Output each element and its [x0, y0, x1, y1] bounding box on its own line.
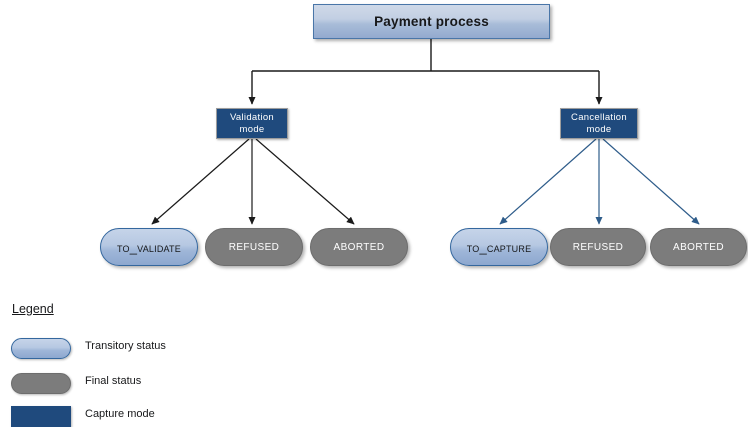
connector-validation-branch	[151, 138, 355, 225]
legend-label-transitory: Transitory status	[85, 340, 166, 352]
status-aborted-cancellation-label: ABORTED	[673, 241, 724, 253]
payment-process-box[interactable]: Payment process	[313, 4, 550, 39]
status-refused-validation-label: REFUSED	[228, 241, 280, 253]
cancellation-mode-label-line1: Cancellation	[571, 112, 627, 124]
cancellation-mode-label-line2: mode	[586, 123, 612, 135]
legend: Legend Transitory status Final status Ca…	[0, 296, 300, 427]
payment-process-label: Payment process	[374, 14, 489, 29]
legend-swatch-final	[11, 373, 71, 394]
status-to-validate[interactable]: To_validate	[100, 228, 198, 266]
status-aborted-cancellation[interactable]: ABORTED	[650, 228, 747, 266]
connector-root-bus	[248, 39, 603, 105]
status-refused-cancellation-label: REFUSED	[572, 241, 624, 253]
status-refused-cancellation[interactable]: REFUSED	[550, 228, 646, 266]
legend-item-transitory-status: Transitory status	[0, 336, 300, 364]
status-refused-validation[interactable]: REFUSED	[205, 228, 303, 266]
legend-swatch-transitory	[11, 338, 71, 359]
status-to-capture-label: To_capture	[466, 239, 532, 255]
status-aborted-validation[interactable]: ABORTED	[310, 228, 408, 266]
status-to-validate-label: To_validate	[117, 239, 181, 255]
status-aborted-validation-label: ABORTED	[333, 241, 385, 253]
legend-swatch-capture	[11, 406, 71, 427]
validation-mode-box[interactable]: Validation mode	[216, 108, 288, 139]
validation-mode-label-line2: mode	[239, 123, 265, 135]
legend-label-final: Final status	[85, 375, 142, 387]
connector-cancellation-branch	[499, 138, 700, 225]
validation-mode-label-line1: Validation	[229, 112, 275, 124]
cancellation-mode-box[interactable]: Cancellation mode	[560, 108, 638, 139]
legend-item-capture-mode: Capture mode	[0, 404, 300, 427]
legend-title: Legend	[12, 302, 54, 316]
status-to-capture[interactable]: To_capture	[450, 228, 548, 266]
legend-label-capture: Capture mode	[85, 408, 155, 420]
legend-item-final-status: Final status	[0, 371, 300, 399]
